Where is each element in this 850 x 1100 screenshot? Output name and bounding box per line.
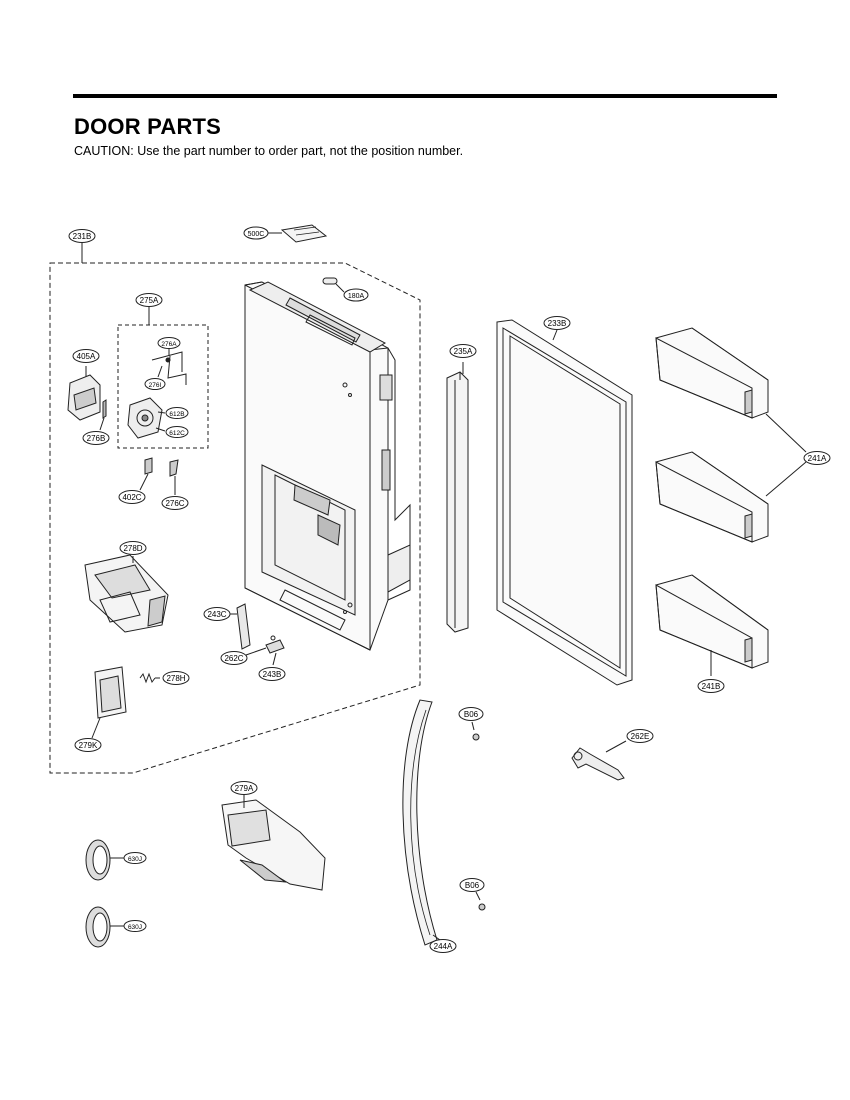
svg-text:278H: 278H xyxy=(166,674,185,683)
callout-405A: 405A xyxy=(72,349,100,363)
callout-B06-upper: B06 xyxy=(458,707,484,721)
svg-text:B06: B06 xyxy=(464,710,479,719)
part-241A-bin-upper xyxy=(655,327,769,419)
svg-text:402C: 402C xyxy=(122,493,141,502)
callout-279K: 279K xyxy=(74,738,102,752)
callout-235A: 235A xyxy=(449,344,477,358)
door-shell xyxy=(244,281,411,651)
svg-text:243B: 243B xyxy=(263,670,282,679)
part-243C xyxy=(230,603,251,650)
svg-text:231B: 231B xyxy=(73,232,92,241)
part-279A xyxy=(221,795,326,891)
callout-243B: 243B xyxy=(258,667,286,681)
callout-243C: 243C xyxy=(203,607,231,621)
callout-241B: 241B xyxy=(697,679,725,693)
callout-262E: 262E xyxy=(626,729,654,743)
header-rule xyxy=(73,94,777,98)
part-612B-612C xyxy=(127,397,166,439)
callout-276I: 276I xyxy=(144,378,166,390)
part-276B xyxy=(99,399,107,431)
svg-text:B06: B06 xyxy=(465,881,480,890)
svg-text:405A: 405A xyxy=(77,352,96,361)
part-241A-bin-lower xyxy=(655,451,769,543)
part-244A-handle xyxy=(402,699,441,946)
part-233B xyxy=(496,319,633,686)
svg-text:278D: 278D xyxy=(123,544,142,553)
callout-279A: 279A xyxy=(230,781,258,795)
caution-note: CAUTION: Use the part number to order pa… xyxy=(74,144,464,158)
callout-278D: 278D xyxy=(119,541,147,555)
part-180A xyxy=(322,277,345,293)
callout-612B: 612B xyxy=(165,407,189,419)
part-402C xyxy=(139,457,153,491)
svg-text:630J: 630J xyxy=(128,856,142,863)
svg-text:630J: 630J xyxy=(128,924,142,931)
callout-276B: 276B xyxy=(82,431,110,445)
svg-text:612C: 612C xyxy=(169,430,185,437)
callout-500C: 500C xyxy=(243,226,269,240)
svg-text:276B: 276B xyxy=(87,434,106,443)
svg-text:243C: 243C xyxy=(207,610,226,619)
svg-text:276A: 276A xyxy=(161,341,177,348)
svg-text:275A: 275A xyxy=(140,296,159,305)
callout-276C: 276C xyxy=(161,496,189,510)
part-405A xyxy=(67,366,101,421)
part-279K xyxy=(91,666,127,739)
screw-B06-lower xyxy=(475,891,486,911)
callout-231B: 231B xyxy=(68,229,96,243)
svg-text:244A: 244A xyxy=(434,942,453,951)
callout-402C: 402C xyxy=(118,490,146,504)
part-235A xyxy=(446,362,469,633)
switch-assembly-276A xyxy=(151,349,187,385)
screw-B06-upper xyxy=(471,721,480,741)
part-276C xyxy=(169,459,179,495)
page-title: DOOR PARTS xyxy=(74,114,222,139)
assembly-boundary xyxy=(49,262,421,774)
part-241B-bin xyxy=(655,574,769,676)
svg-text:279K: 279K xyxy=(79,741,98,750)
callout-241A: 241A xyxy=(803,451,831,465)
callout-275A: 275A xyxy=(135,293,163,307)
callout-630J-lower: 630J xyxy=(123,920,147,932)
part-630J-upper xyxy=(85,839,124,881)
svg-text:241B: 241B xyxy=(702,682,721,691)
callout-233B: 233B xyxy=(543,316,571,330)
svg-text:279A: 279A xyxy=(235,784,254,793)
callout-262C: 262C xyxy=(220,651,248,665)
callout-244A: 244A xyxy=(429,939,457,953)
svg-text:233B: 233B xyxy=(548,319,567,328)
callout-612C: 612C xyxy=(165,426,189,438)
svg-text:276I: 276I xyxy=(149,382,162,389)
svg-text:180A: 180A xyxy=(348,293,365,300)
leader-241A-lower xyxy=(765,461,807,497)
part-278D xyxy=(84,554,169,633)
svg-text:276C: 276C xyxy=(165,499,184,508)
subassembly-boundary xyxy=(117,324,209,449)
part-278H xyxy=(139,672,160,684)
callout-B06-lower: B06 xyxy=(459,878,485,892)
svg-text:241A: 241A xyxy=(808,454,827,463)
svg-text:612B: 612B xyxy=(169,411,184,418)
svg-text:262C: 262C xyxy=(224,654,243,663)
callout-180A: 180A xyxy=(343,288,369,302)
svg-text:262E: 262E xyxy=(631,732,650,741)
svg-text:500C: 500C xyxy=(248,231,265,238)
leader-241A-upper xyxy=(765,413,807,453)
svg-text:235A: 235A xyxy=(454,347,473,356)
callout-278H: 278H xyxy=(162,671,190,685)
callout-630J-upper: 630J xyxy=(123,852,147,864)
callout-276A: 276A xyxy=(157,337,181,349)
part-262C-243B xyxy=(245,635,285,666)
part-630J-lower xyxy=(85,906,124,948)
part-262E-wrench xyxy=(571,740,627,781)
label-sticker-500C xyxy=(268,224,328,243)
